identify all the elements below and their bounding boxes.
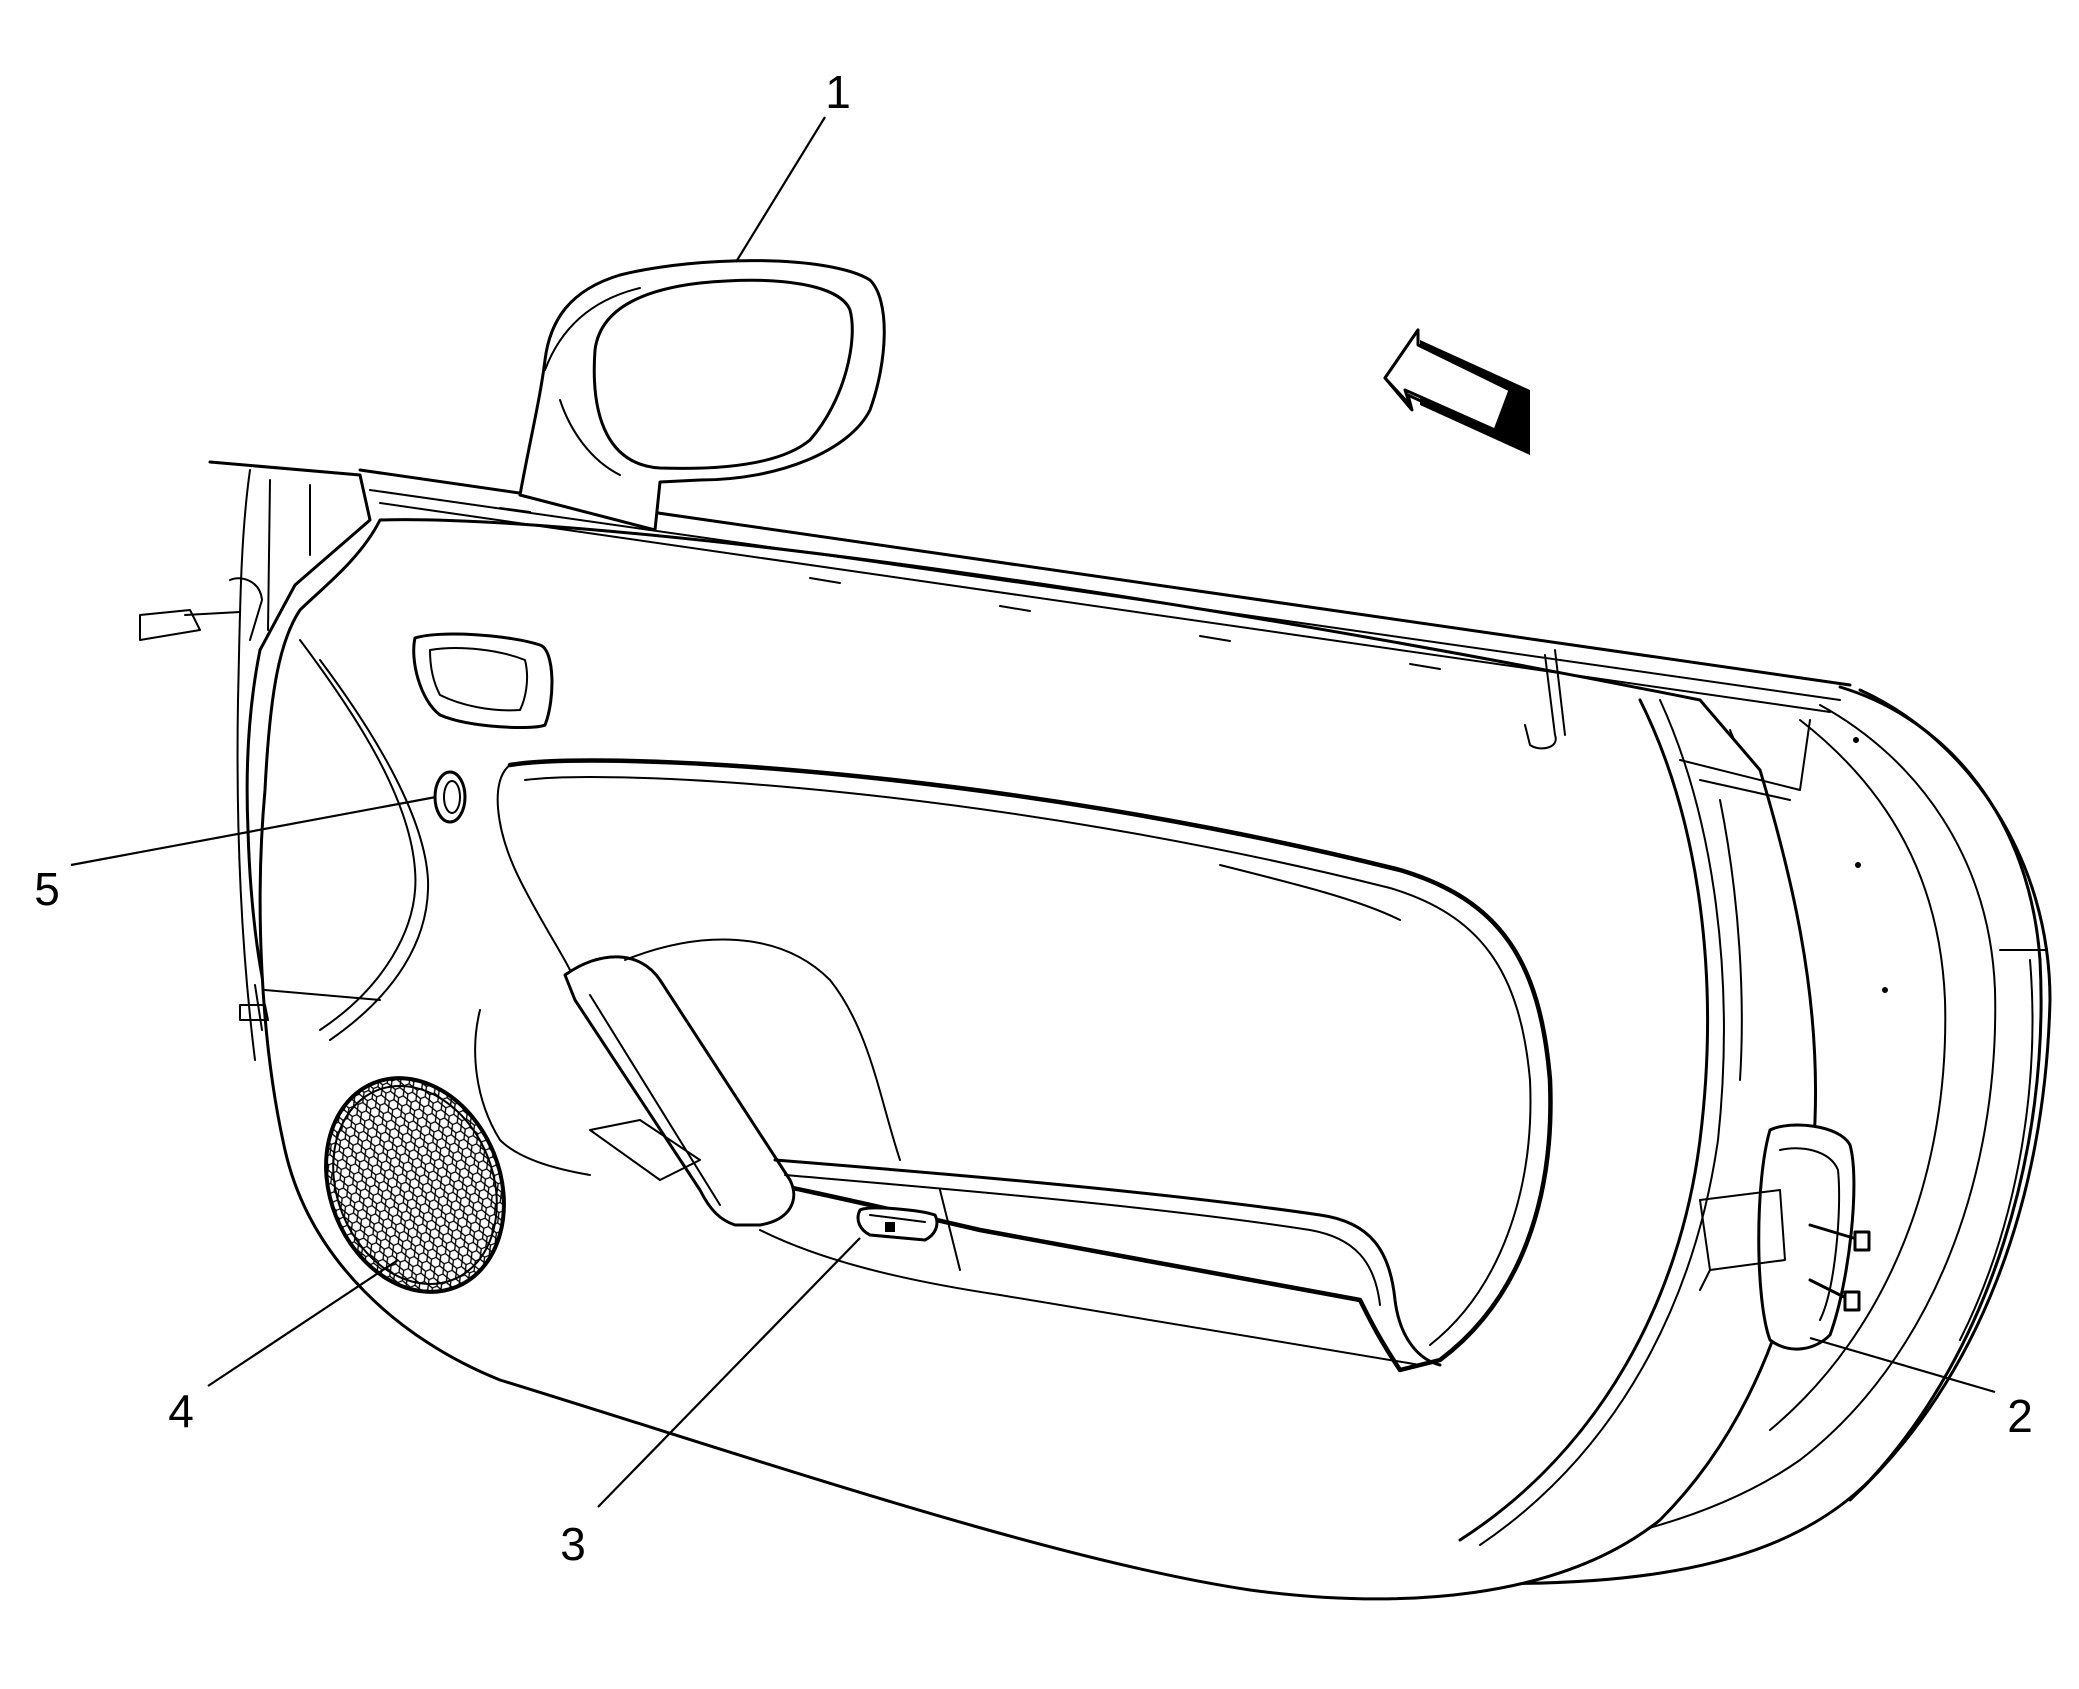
- leader-3: [597, 1237, 861, 1508]
- leader-1: [735, 116, 826, 263]
- callout-1: 1: [825, 66, 851, 118]
- leader-5: [70, 795, 437, 867]
- hinge-bracket: [1699, 1123, 1871, 1351]
- callout-2: 2: [2007, 1390, 2033, 1442]
- direction-arrow-icon: [1383, 328, 1530, 455]
- callout-3: 3: [560, 1518, 586, 1570]
- leader-2: [1809, 1336, 1996, 1394]
- armrest-recess: [474, 758, 1553, 1373]
- harness-clip: [1524, 649, 1566, 750]
- mounting-studs: [139, 577, 269, 1031]
- outside-mirror: [518, 259, 886, 532]
- callout-5: 5: [34, 863, 60, 915]
- callout-4: 4: [168, 1385, 194, 1437]
- leader-4: [207, 1259, 399, 1387]
- leader-lines: [70, 116, 1996, 1508]
- window-switch: [856, 1206, 939, 1242]
- inside-door-handle: [412, 632, 554, 729]
- speaker-grille: [324, 1076, 506, 1294]
- callout-labels: 1 2 3 4 5: [34, 66, 2033, 1570]
- door-front-frame: [208, 460, 372, 1061]
